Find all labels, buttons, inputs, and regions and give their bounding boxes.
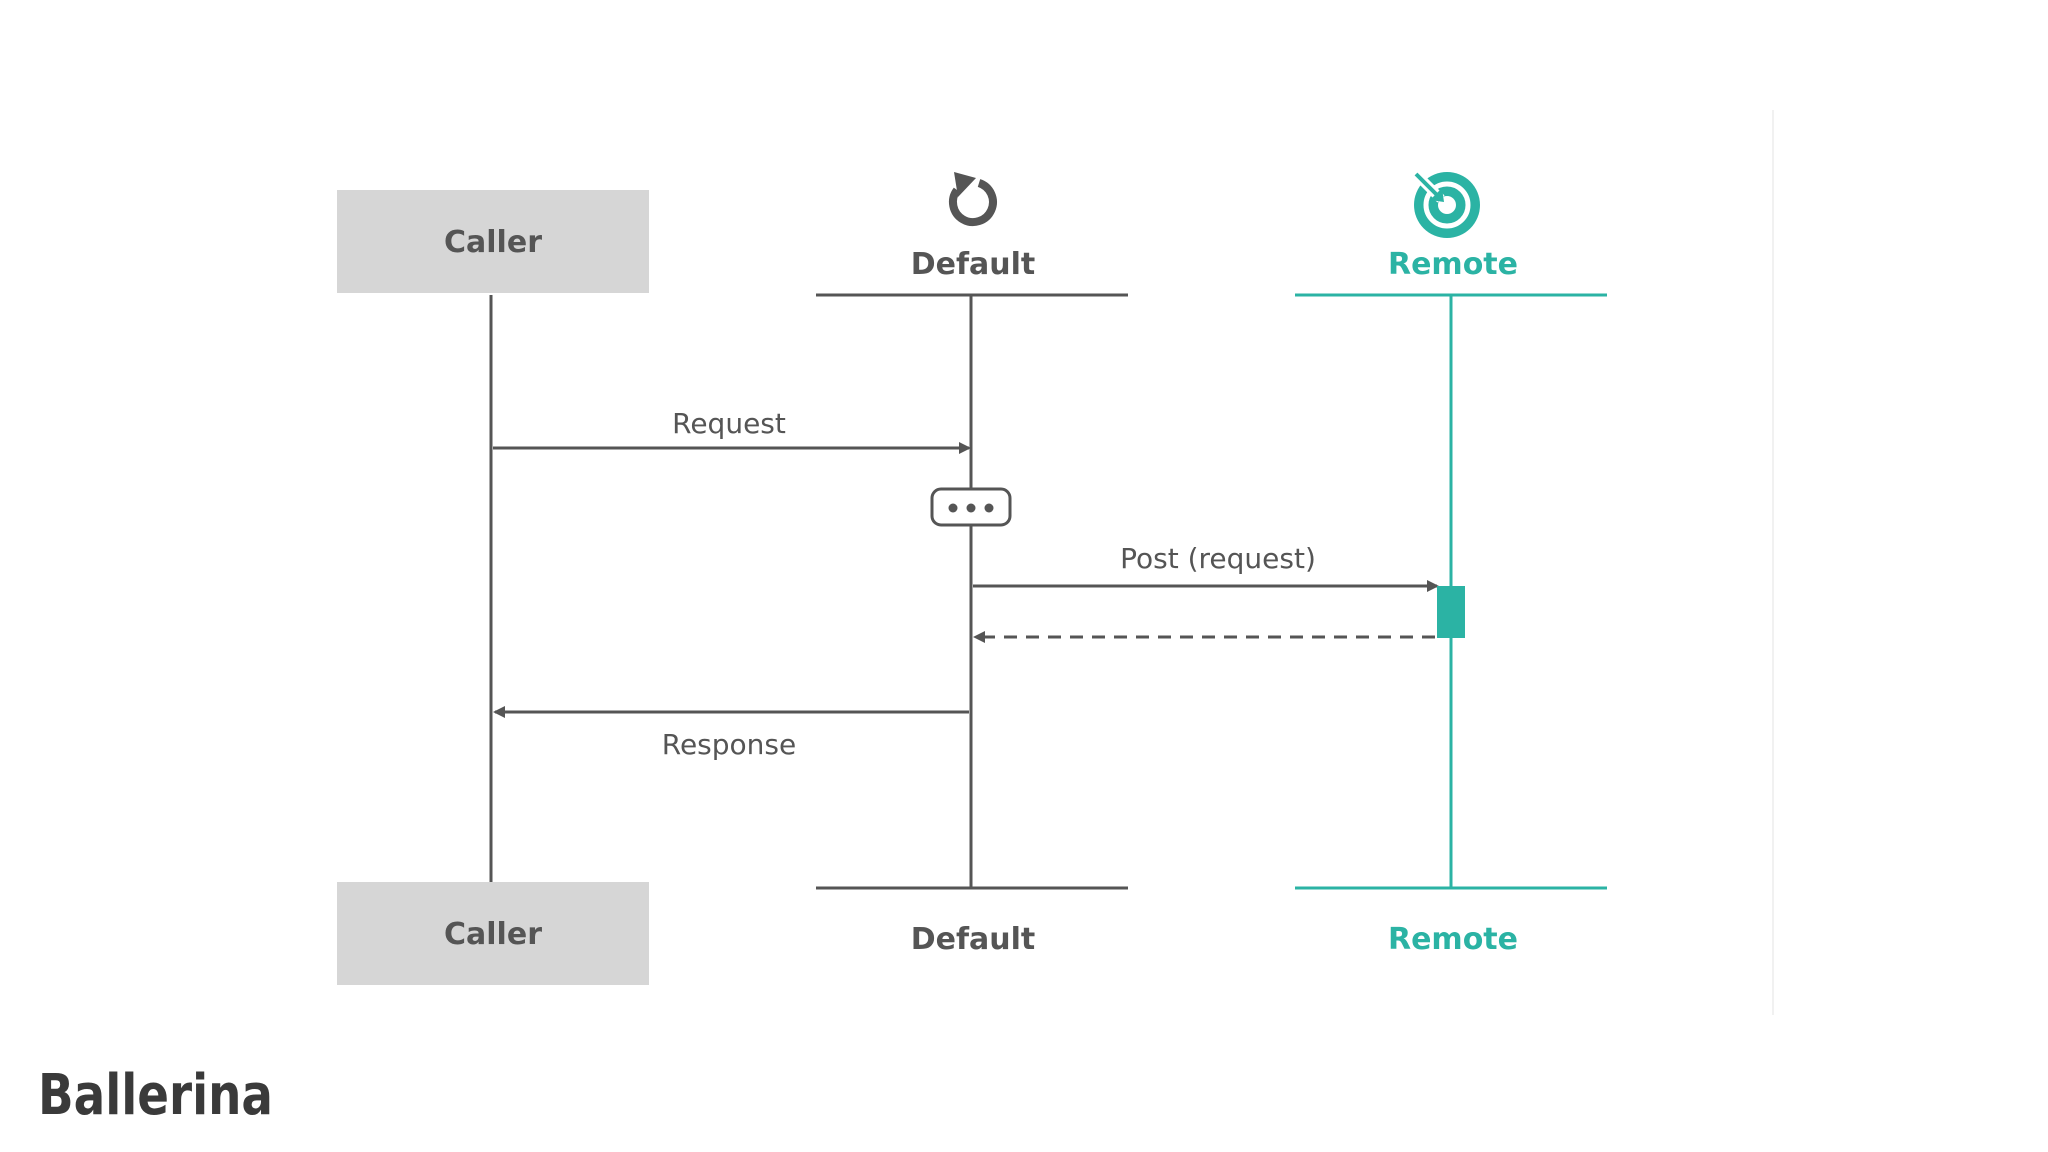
participant-remote-label: Remote (1388, 247, 1518, 282)
participant-default-label: Default (911, 247, 1036, 282)
ballerina-logo: Ballerina (38, 1063, 273, 1122)
participant-remote-bottom-label: Remote (1388, 922, 1518, 957)
ellipsis-processing-icon (930, 487, 1012, 527)
message-request-label: Request (672, 407, 786, 440)
participant-default-bottom: Default (816, 886, 1128, 957)
message-post-request: Post (request) (973, 542, 1439, 592)
participant-caller-top: Caller (337, 190, 649, 293)
participant-remote-top: Remote (1295, 170, 1607, 297)
participant-default-top: Default (816, 172, 1128, 297)
remote-activation-bar (1437, 586, 1465, 638)
retry-icon (949, 172, 997, 227)
remote-target-icon (1412, 170, 1480, 238)
participant-default-bottom-label: Default (911, 922, 1036, 957)
brand-name: Ballerina (38, 1063, 273, 1122)
participant-caller-bottom-label: Caller (444, 917, 542, 952)
participant-caller-bottom: Caller (337, 882, 649, 985)
participant-remote-bottom: Remote (1295, 886, 1607, 957)
message-response: Response (493, 706, 969, 761)
message-response-label: Response (662, 728, 796, 761)
message-request: Request (493, 407, 971, 454)
participant-caller-label: Caller (444, 225, 542, 260)
message-post-label: Post (request) (1120, 542, 1316, 575)
